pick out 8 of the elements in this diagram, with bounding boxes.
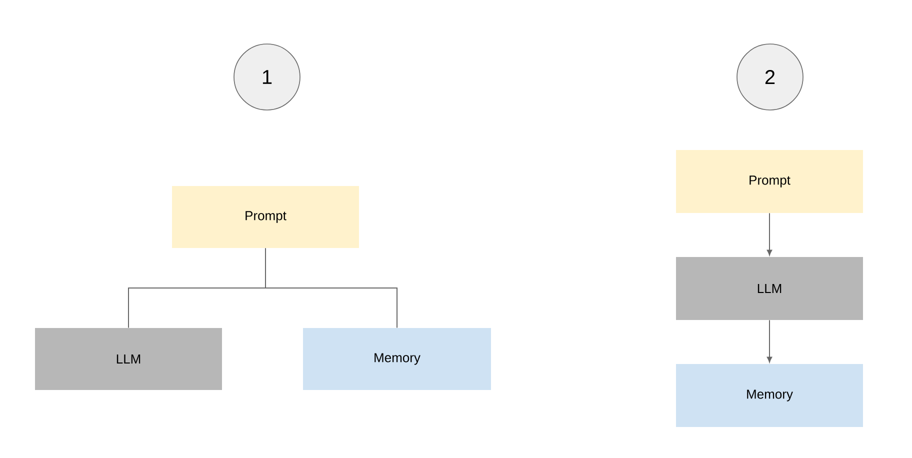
process-box: LLM bbox=[35, 328, 222, 390]
process-box: Memory bbox=[303, 328, 491, 390]
process-box: Memory bbox=[676, 364, 863, 427]
process-box: Prompt bbox=[676, 150, 863, 213]
connector-arrow bbox=[766, 212, 772, 256]
process-box: Prompt bbox=[172, 186, 359, 248]
process-box: LLM bbox=[676, 257, 863, 320]
connector-arrow bbox=[766, 320, 772, 362]
